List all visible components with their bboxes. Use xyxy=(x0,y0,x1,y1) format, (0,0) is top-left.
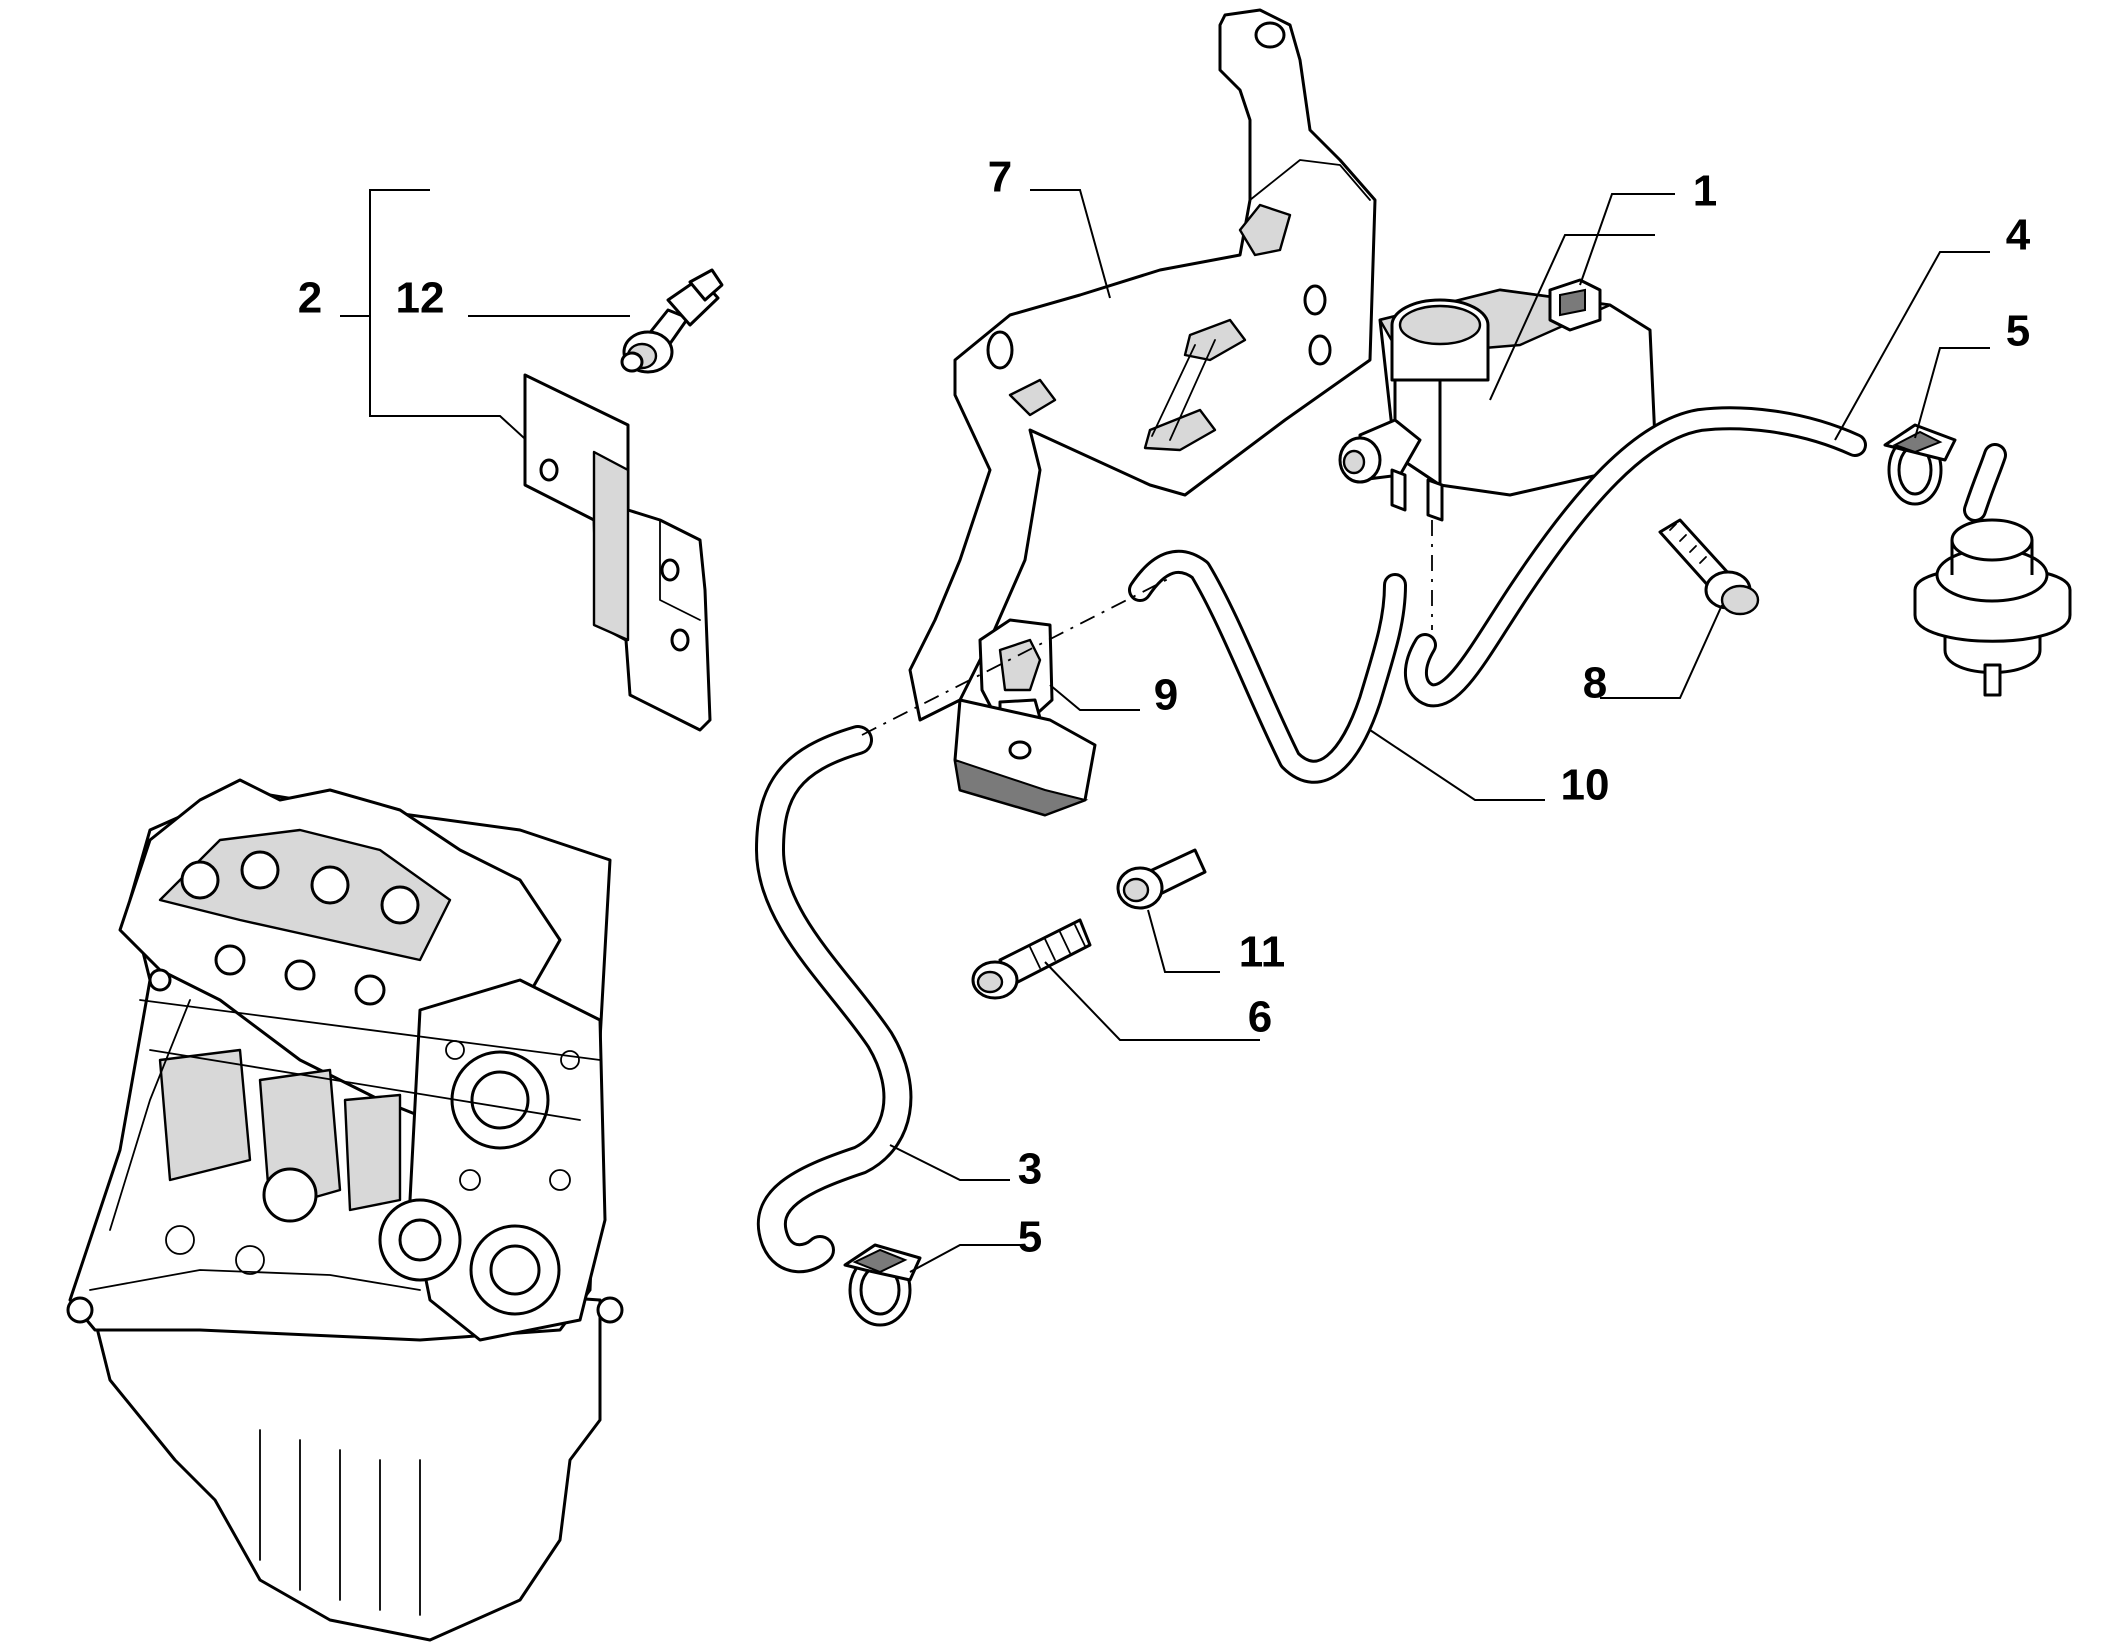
callout-11: 11 xyxy=(1239,928,1286,977)
callout-8: 8 xyxy=(1583,659,1607,708)
part-3-hose xyxy=(755,725,913,1274)
callout-12: 12 xyxy=(396,274,445,323)
callout-5-upper: 5 xyxy=(2006,307,2030,356)
part-4-hose xyxy=(1403,406,1867,708)
group-bracket-lines xyxy=(340,189,536,449)
leader-lines xyxy=(889,189,1723,1273)
engine-block xyxy=(66,778,624,1642)
filter-reservoir xyxy=(1913,443,2072,697)
callout-numbers: 1 2 12 7 4 5 8 9 10 11 6 3 5 xyxy=(298,153,2031,1262)
callout-6: 6 xyxy=(1248,993,1272,1042)
part-5-clamp-lower xyxy=(843,1243,922,1327)
callout-7: 7 xyxy=(988,153,1012,202)
callout-4: 4 xyxy=(2006,211,2031,260)
callout-1: 1 xyxy=(1693,167,1717,216)
callout-9: 9 xyxy=(1154,671,1178,720)
part-5-clamp-upper xyxy=(1883,423,1957,506)
callout-2: 2 xyxy=(298,274,322,323)
part-12-sensor xyxy=(468,268,724,374)
callout-10: 10 xyxy=(1561,761,1610,810)
callout-3: 3 xyxy=(1018,1145,1042,1194)
leader-lines-right xyxy=(1834,251,1990,441)
part-1-solenoid-valve xyxy=(1338,278,1657,522)
part-11-bolt xyxy=(1116,848,1207,910)
part-6-bolt xyxy=(971,918,1092,1000)
assembly-lines xyxy=(861,520,1433,736)
part-8-bolt xyxy=(1658,518,1760,616)
callout-5-lower: 5 xyxy=(1018,1213,1042,1262)
part-9-clip xyxy=(953,618,1097,817)
part-10-hose xyxy=(1128,549,1407,784)
part-2-bracket-plate xyxy=(523,373,712,732)
part-7-bracket xyxy=(908,8,1377,722)
